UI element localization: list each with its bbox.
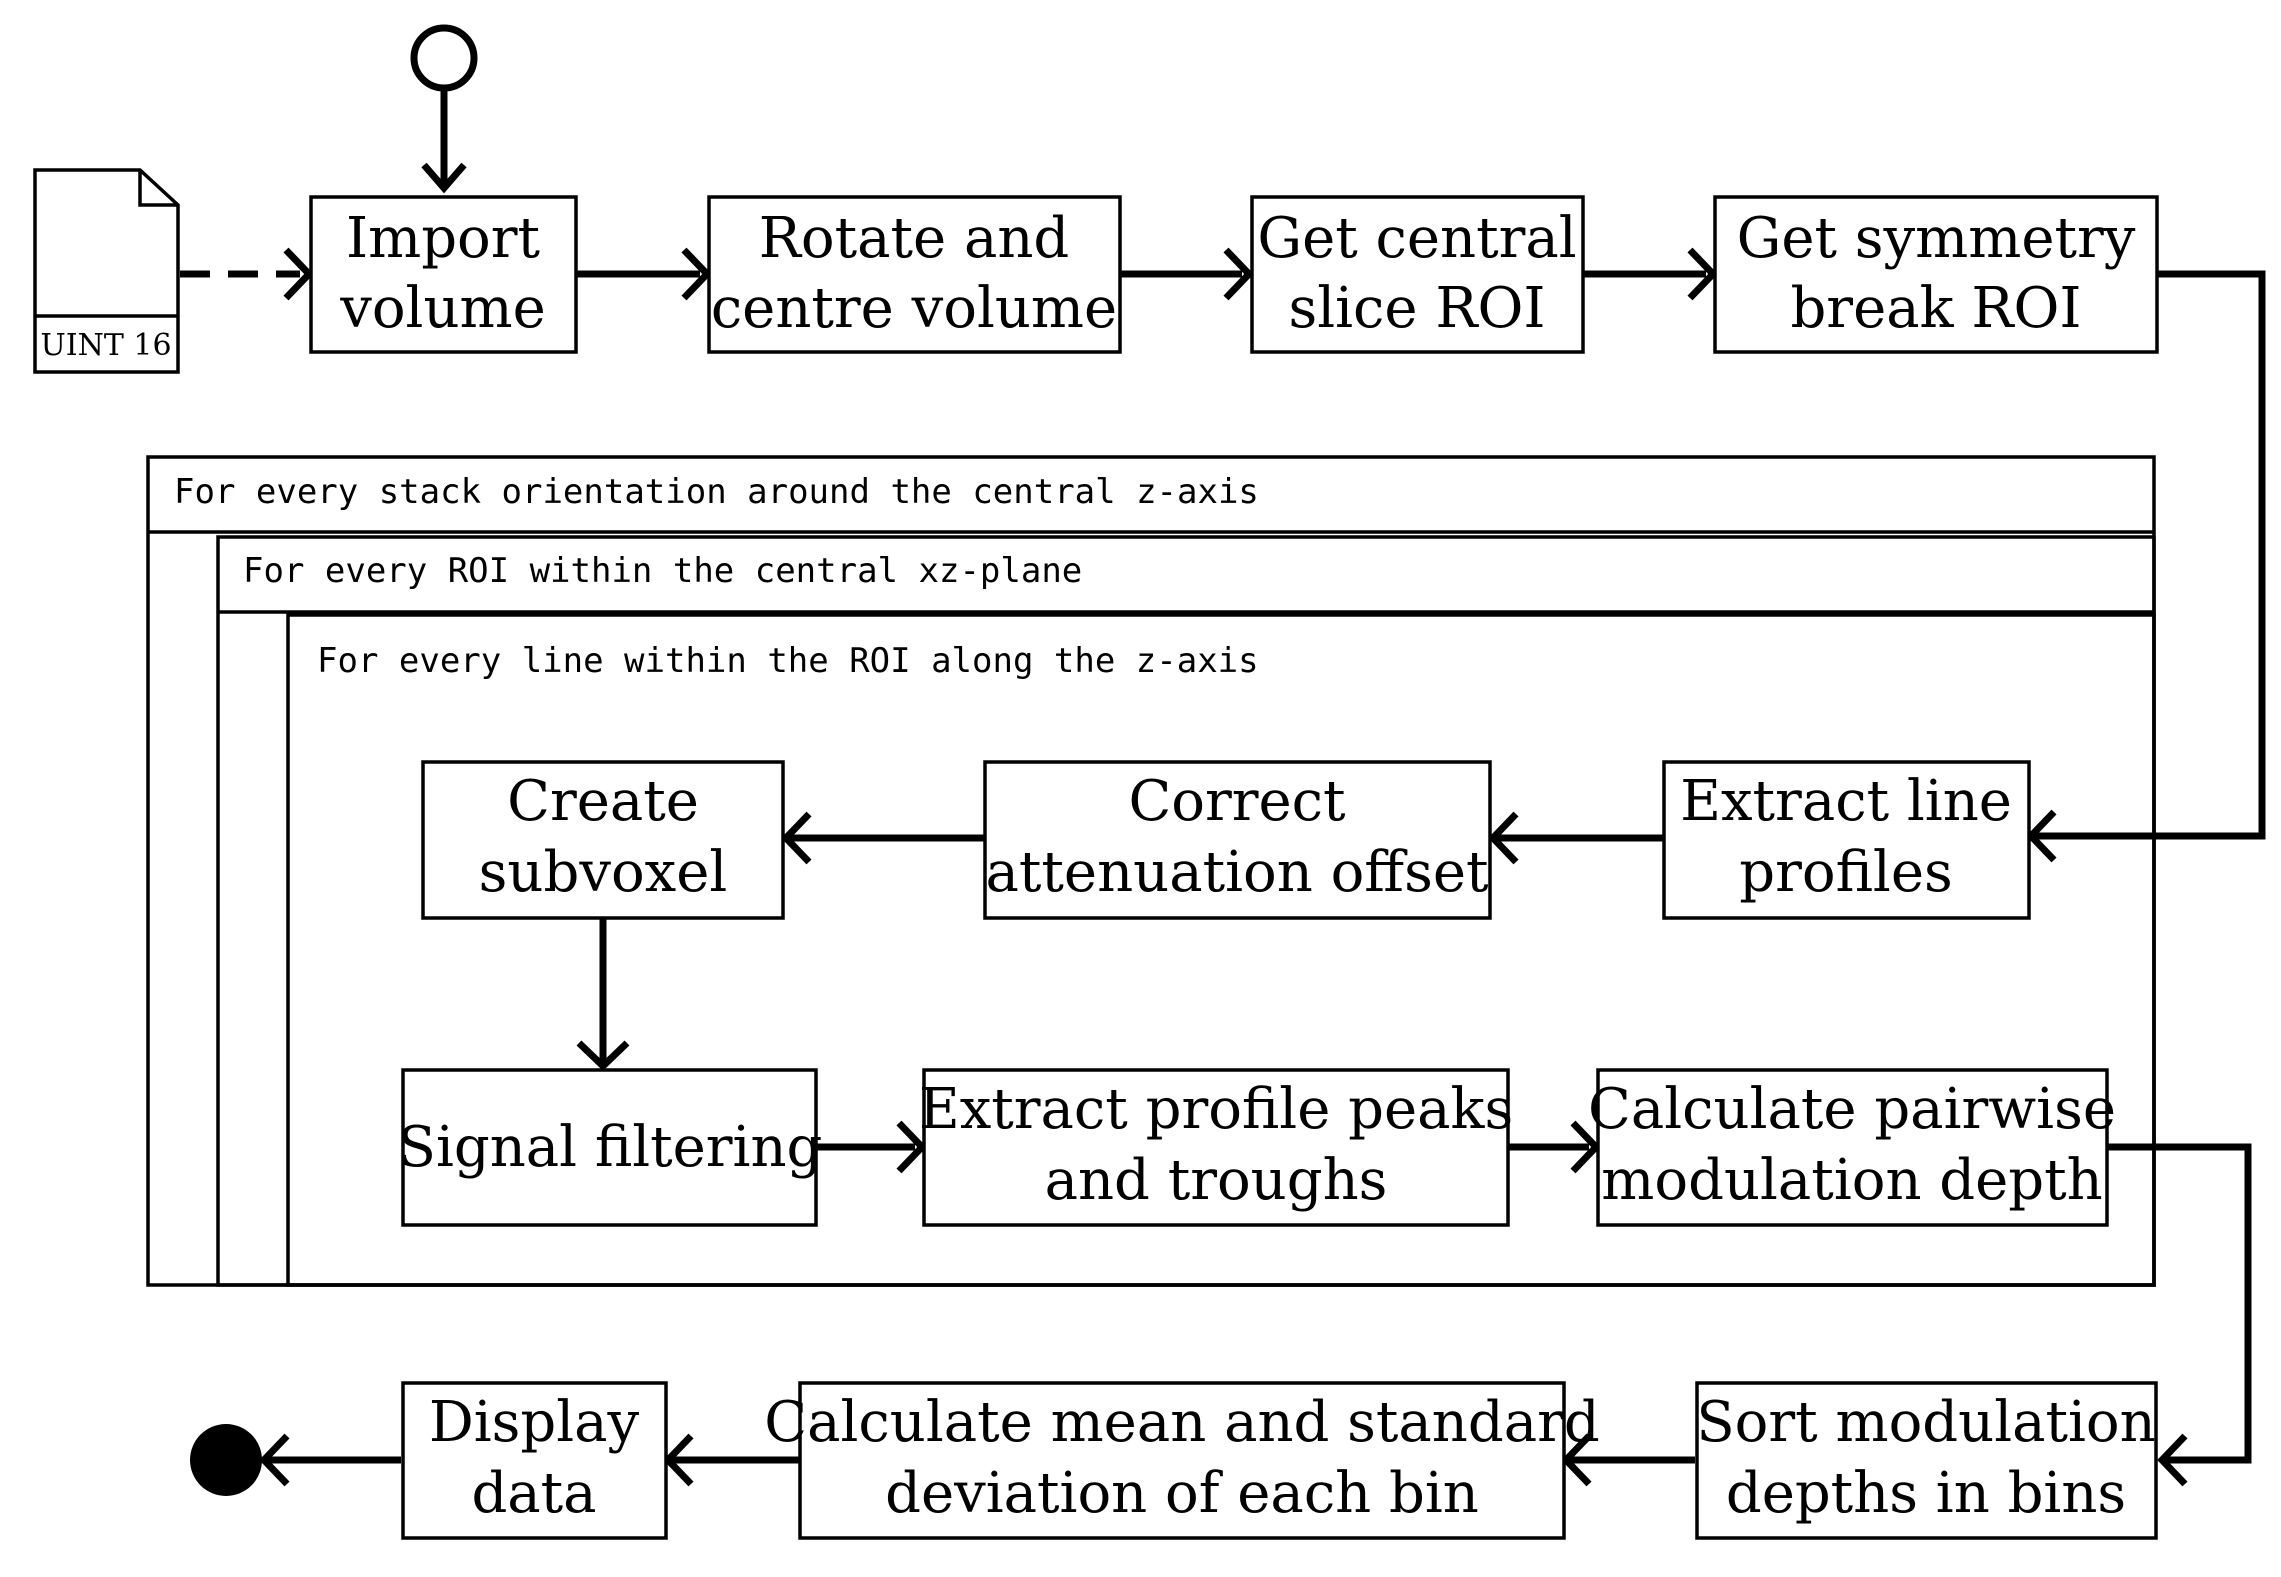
- process-extract-peaks: Extract profile peaks and troughs: [919, 1068, 1513, 1227]
- process-central-slice: Get central slice ROI: [1250, 195, 1585, 354]
- process-extract-line-line-2: profiles: [1739, 840, 1952, 905]
- process-mean-std-line-1: Calculate mean and standard: [764, 1390, 1599, 1455]
- symmetry-to-extract-connector: [2035, 270, 2266, 840]
- process-rotate-centre: Rotate and centre volume: [707, 195, 1122, 354]
- process-symmetry-break: Get symmetry break ROI: [1713, 195, 2159, 354]
- rotate-to-slice-arrowhead: [1223, 247, 1254, 301]
- process-signal-filtering-line-1: Signal filtering: [398, 1115, 823, 1180]
- process-create-subvoxel-line-1: Create: [507, 769, 699, 834]
- slice-to-symmetry-arrowhead: [1687, 247, 1718, 301]
- process-extract-line: Extract line profiles: [1662, 760, 2031, 920]
- process-central-slice-line-2: slice ROI: [1288, 276, 1545, 341]
- filter-to-peaks-arrowhead: [896, 1120, 927, 1174]
- process-extract-line-line-1: Extract line: [1680, 769, 2012, 834]
- end-node: [190, 1424, 262, 1496]
- process-import-volume-line-1: Import: [346, 206, 541, 271]
- process-import-volume-line-2: volume: [339, 276, 546, 341]
- process-extract-peaks-line-2: and troughs: [1045, 1148, 1388, 1213]
- process-rotate-centre-line-1: Rotate and: [759, 206, 1070, 271]
- process-correct-attenuation: Correct attenuation offset: [983, 760, 1492, 920]
- import-to-rotate-arrowhead: [681, 247, 712, 301]
- correct-to-subvoxel-arrowhead: [781, 811, 812, 865]
- connectors: [180, 247, 2266, 1487]
- loop-label-outer: For every stack orientation around the c…: [174, 472, 1259, 512]
- process-signal-filtering: Signal filtering: [398, 1068, 823, 1227]
- process-symmetry-break-line-2: break ROI: [1790, 276, 2081, 341]
- process-mean-std: Calculate mean and standard deviation of…: [764, 1381, 1600, 1540]
- process-create-subvoxel-line-2: subvoxel: [479, 840, 728, 905]
- process-mean-std-line-2: deviation of each bin: [885, 1461, 1479, 1526]
- mean-to-display-arrowhead: [663, 1433, 694, 1487]
- loop-label-middle: For every ROI within the central xz-plan…: [243, 551, 1082, 591]
- file-to-import-arrowhead: [283, 247, 314, 301]
- process-sort-depths-line-1: Sort modulation: [1696, 1390, 2155, 1455]
- loop-frame-inner: [286, 613, 2156, 1287]
- peaks-to-pairwise-arrowhead: [1570, 1120, 1601, 1174]
- process-correct-attenuation-line-2: attenuation offset: [986, 840, 1489, 905]
- process-symmetry-break-line-1: Get symmetry: [1737, 206, 2136, 271]
- subvoxel-to-filter-arrowhead: [576, 1040, 630, 1071]
- pairwise-to-sort-connector: [2107, 1143, 2252, 1464]
- process-sort-depths: Sort modulation depths in bins: [1695, 1381, 2158, 1540]
- process-central-slice-line-1: Get central: [1257, 206, 1576, 271]
- pairwise-to-sort-arrowhead: [2157, 1433, 2188, 1487]
- process-sort-depths-line-2: depths in bins: [1726, 1461, 2126, 1526]
- process-import-volume: Import volume: [309, 195, 578, 354]
- loop-label-inner: For every line within the ROI along the …: [317, 641, 1259, 681]
- process-pairwise-depth-line-1: Calculate pairwise: [1588, 1077, 2116, 1142]
- loop-frames: For every stack orientation around the c…: [146, 455, 2156, 1287]
- process-create-subvoxel: Create subvoxel: [421, 760, 785, 920]
- start-arrowhead: [421, 162, 467, 194]
- process-display-data: Display data: [401, 1381, 668, 1540]
- process-display-data-line-1: Display: [429, 1390, 640, 1455]
- process-correct-attenuation-line-1: Correct: [1128, 769, 1346, 834]
- file-icon: UINT 16: [33, 168, 180, 374]
- symmetry-to-extract-arrowhead: [2026, 809, 2057, 863]
- file-type-label: UINT 16: [40, 328, 171, 363]
- start-node: [410, 24, 478, 92]
- process-pairwise-depth-line-2: modulation depth: [1601, 1148, 2102, 1213]
- display-to-end-arrowhead: [259, 1433, 290, 1487]
- process-display-data-line-2: data: [471, 1461, 596, 1526]
- process-rotate-centre-line-2: centre volume: [711, 276, 1117, 341]
- sort-to-mean-arrowhead: [1561, 1433, 1592, 1487]
- process-extract-peaks-line-1: Extract profile peaks: [919, 1077, 1513, 1142]
- process-pairwise-depth: Calculate pairwise modulation depth: [1588, 1068, 2116, 1227]
- extract-to-correct-arrowhead: [1488, 811, 1519, 865]
